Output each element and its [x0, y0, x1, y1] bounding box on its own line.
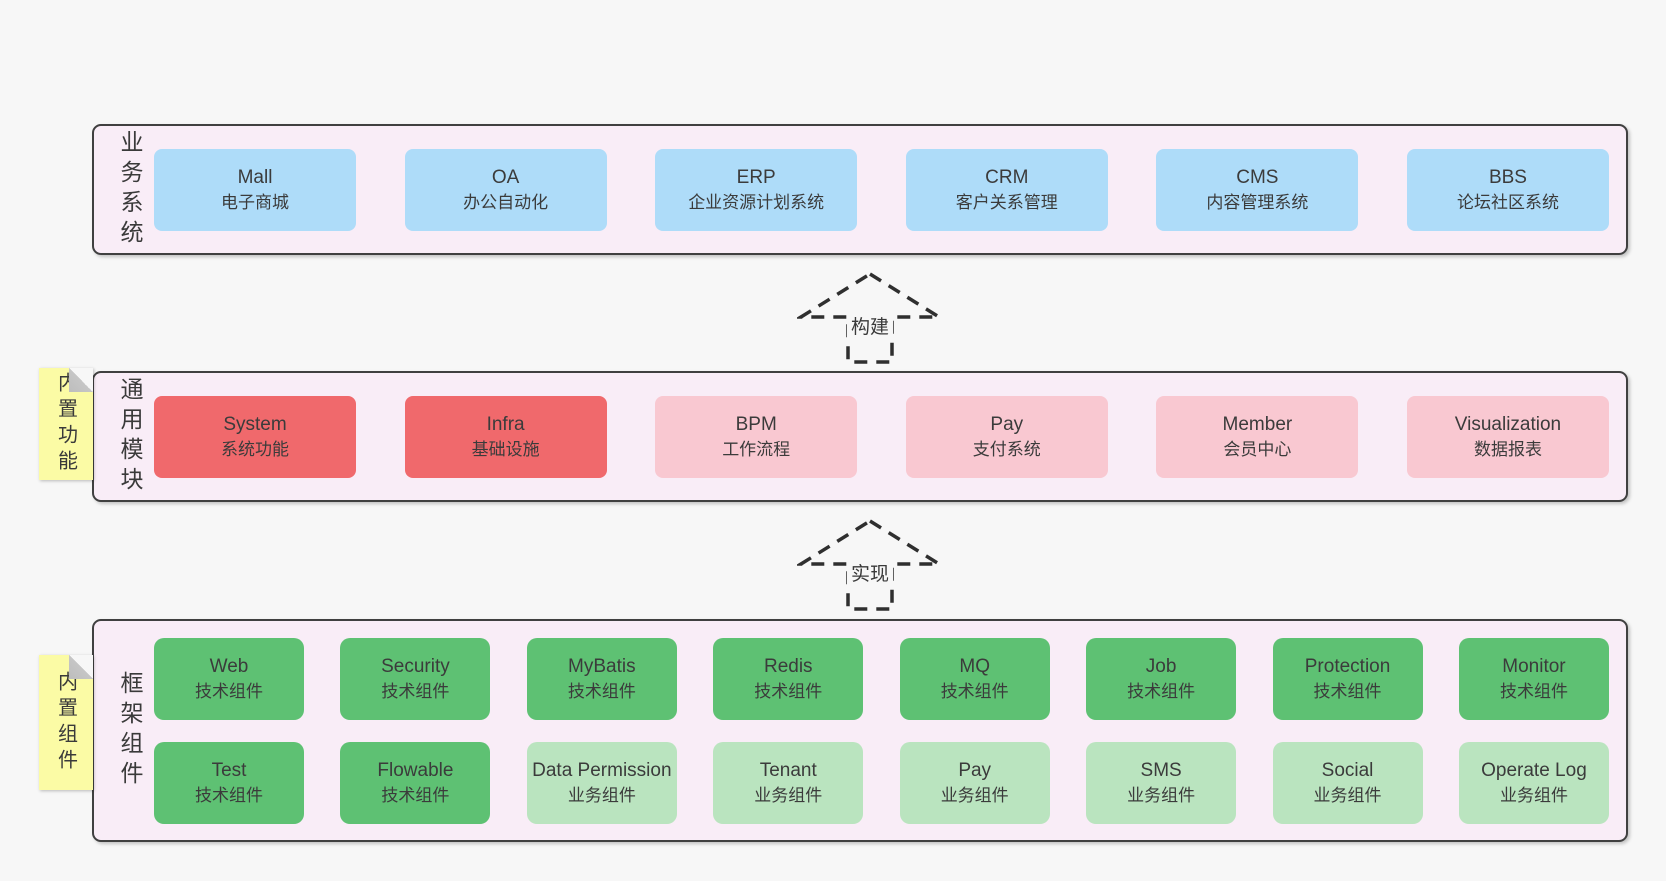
box-test: Test 技术组件 — [154, 741, 304, 824]
modules-box-row: System 系统功能 Infra 基础设施 BPM 工作流程 Pay 支付系统… — [154, 395, 1626, 478]
box-monitor: Monitor 技术组件 — [1458, 637, 1609, 720]
sticky-note-builtin-components: 内置组件 — [39, 655, 93, 790]
box-job: Job 技术组件 — [1086, 637, 1237, 720]
box-infra: Infra 基础设施 — [404, 395, 607, 478]
box-mq: MQ 技术组件 — [899, 637, 1050, 720]
band-business-systems: 业务系统 Mall 电子商城 OA 办公自动化 ERP 企业资源计划系统 CRM… — [92, 124, 1628, 255]
box-security: Security 技术组件 — [340, 637, 491, 720]
band-common-modules: 通用模块 System 系统功能 Infra 基础设施 BPM 工作流程 Pay… — [92, 371, 1628, 502]
box-pay-module: Pay 支付系统 — [905, 395, 1108, 478]
arrow-implement-label: 实现 — [846, 559, 894, 586]
band-label-modules: 通用模块 — [117, 376, 143, 497]
business-box-row: Mall 电子商城 OA 办公自动化 ERP 企业资源计划系统 CRM 客户关系… — [154, 148, 1626, 231]
framework-box-rows: Web 技术组件 Security 技术组件 MyBatis 技术组件 Redi… — [154, 637, 1626, 824]
box-mall: Mall 电子商城 — [154, 148, 356, 231]
box-sms: SMS 业务组件 — [1086, 741, 1237, 824]
band-label-framework: 框架组件 — [117, 670, 143, 791]
band-framework-components: 框架组件 Web 技术组件 Security 技术组件 MyBatis 技术组件… — [92, 619, 1628, 842]
sticky-fold-icon — [69, 368, 93, 392]
box-oa: OA 办公自动化 — [404, 148, 607, 231]
box-mybatis: MyBatis 技术组件 — [526, 637, 677, 720]
box-bbs: BBS 论坛社区系统 — [1406, 148, 1609, 231]
box-social: Social 业务组件 — [1272, 741, 1423, 824]
arrow-implement: 实现 — [797, 517, 943, 613]
box-protection: Protection 技术组件 — [1272, 637, 1423, 720]
sticky-fold-icon — [69, 655, 93, 679]
arrow-build: 构建 — [797, 270, 943, 366]
box-data-permission: Data Permission 业务组件 — [526, 741, 677, 824]
framework-row-1: Web 技术组件 Security 技术组件 MyBatis 技术组件 Redi… — [154, 637, 1609, 720]
box-operate-log: Operate Log 业务组件 — [1458, 741, 1609, 824]
band-label-business: 业务系统 — [117, 129, 143, 250]
box-redis: Redis 技术组件 — [713, 637, 864, 720]
box-crm: CRM 客户关系管理 — [905, 148, 1108, 231]
box-pay-component: Pay 业务组件 — [899, 741, 1050, 824]
box-visualization: Visualization 数据报表 — [1406, 395, 1609, 478]
box-erp: ERP 企业资源计划系统 — [655, 148, 858, 231]
box-system: System 系统功能 — [154, 395, 356, 478]
up-block-arrow-icon — [797, 518, 943, 611]
up-block-arrow-icon — [797, 271, 943, 364]
arrow-build-label: 构建 — [846, 312, 894, 339]
box-web: Web 技术组件 — [154, 637, 304, 720]
box-member: Member 会员中心 — [1156, 395, 1359, 478]
box-cms: CMS 内容管理系统 — [1156, 148, 1359, 231]
sticky-note-builtin-features: 内置功能 — [39, 368, 93, 480]
box-flowable: Flowable 技术组件 — [340, 741, 491, 824]
framework-row-2: Test 技术组件 Flowable 技术组件 Data Permission … — [154, 741, 1609, 824]
box-bpm: BPM 工作流程 — [655, 395, 858, 478]
box-tenant: Tenant 业务组件 — [713, 741, 864, 824]
